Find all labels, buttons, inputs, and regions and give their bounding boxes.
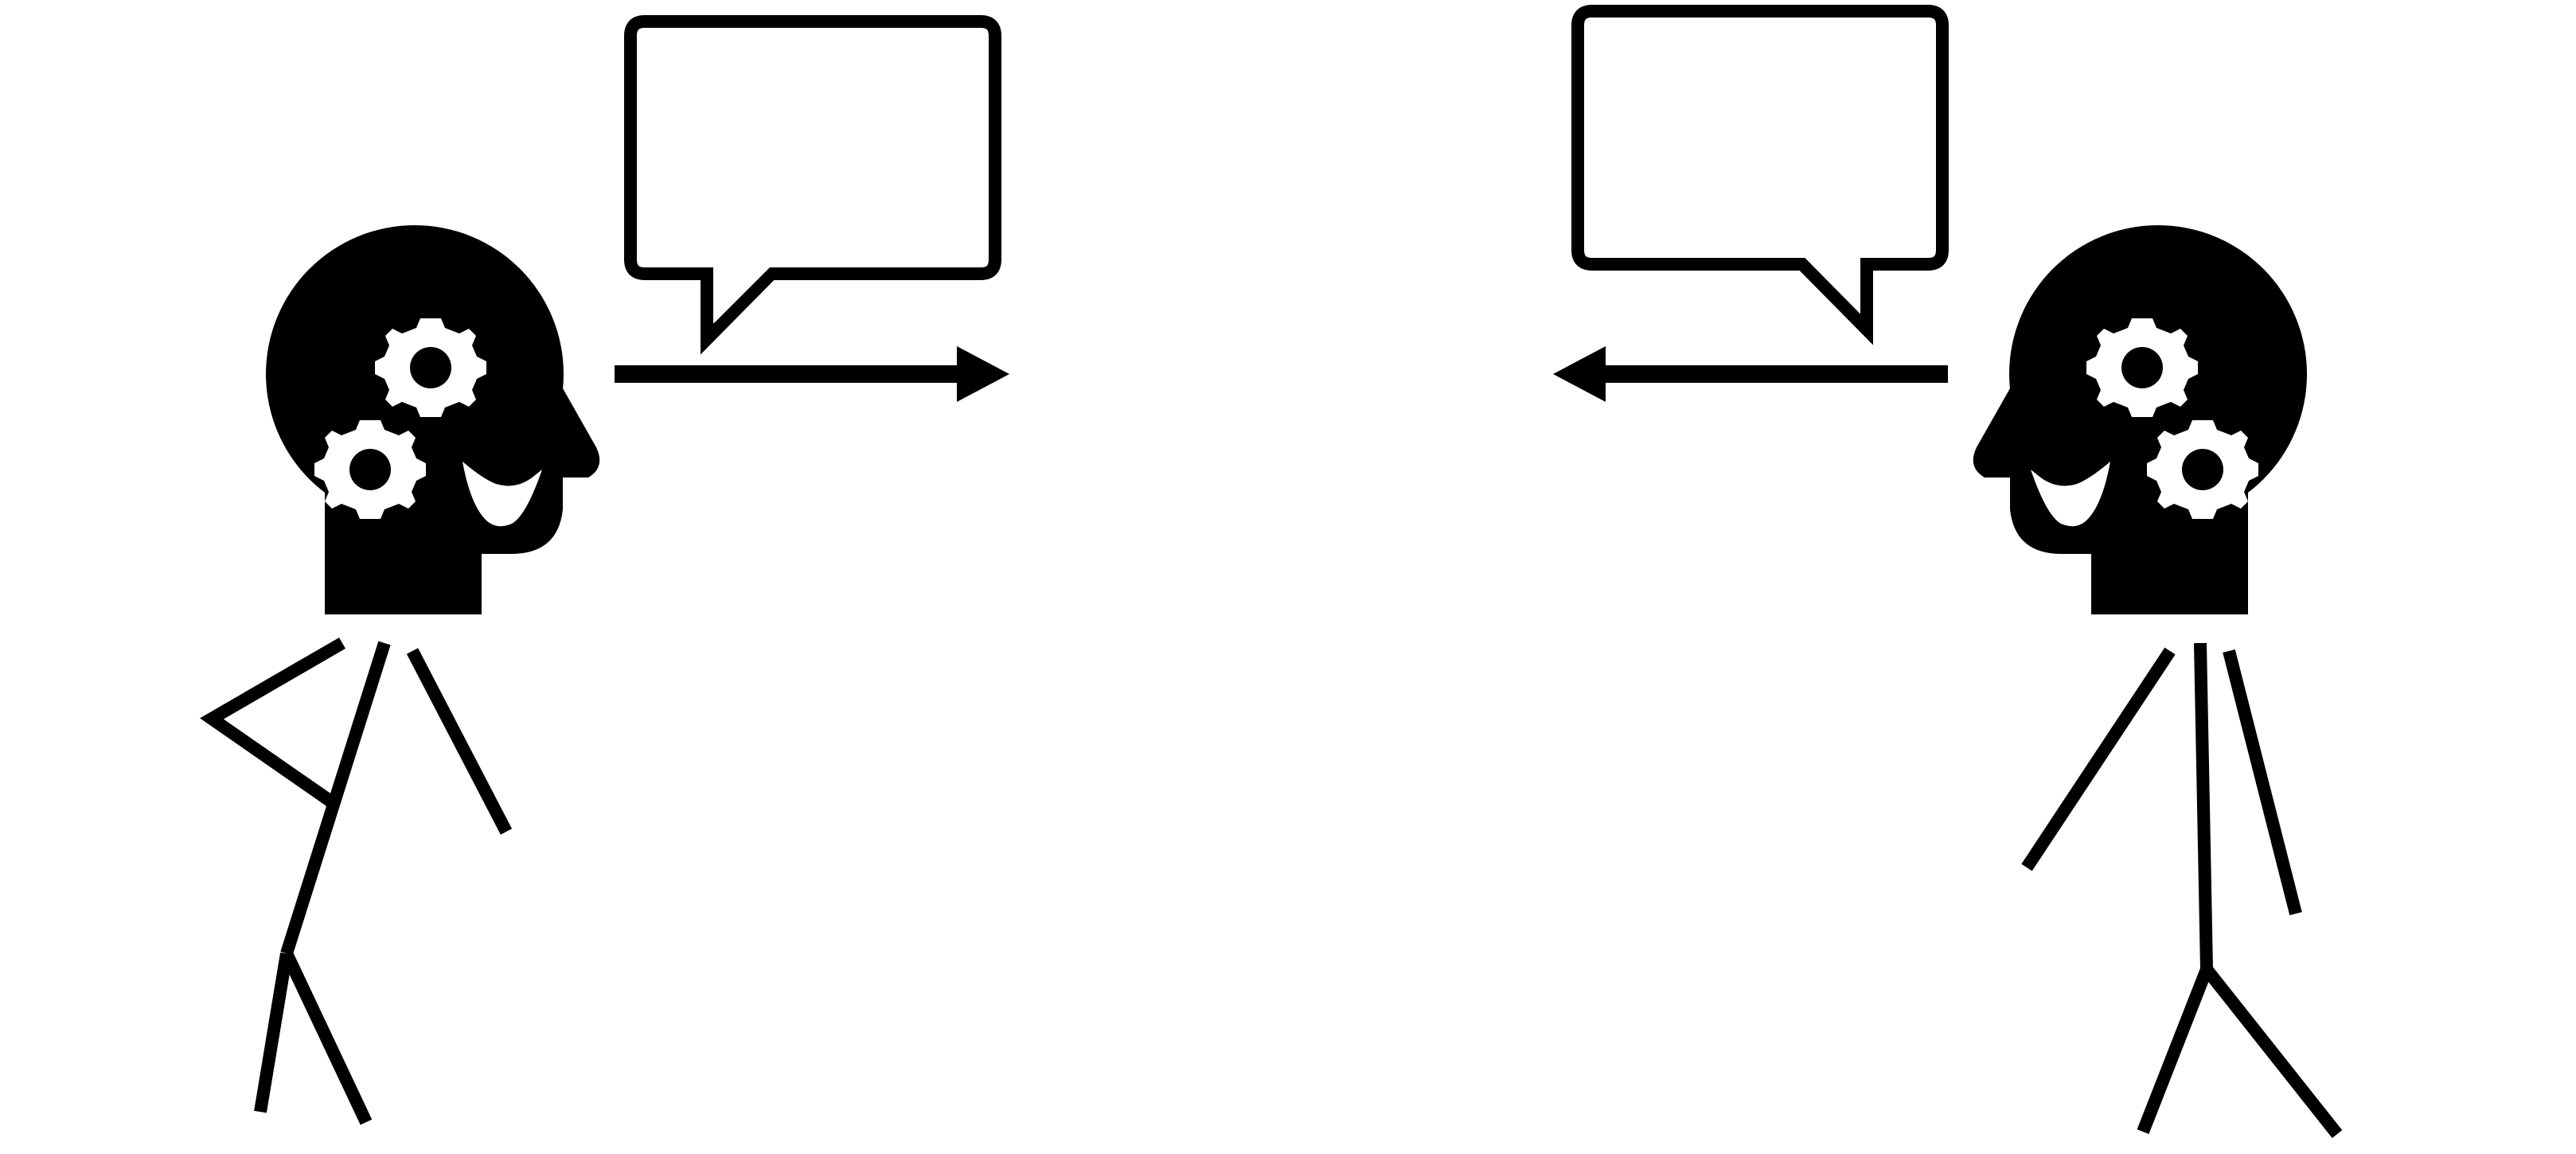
left-speech-bubble: [624, 15, 1001, 355]
head-with-gears-icon: [1973, 225, 2307, 614]
arrow-right-icon: [615, 346, 1009, 402]
left-person: [200, 225, 599, 1125]
arrow-left-icon: [1553, 346, 1948, 402]
right-person: [1973, 225, 2343, 1138]
stick-body: [200, 637, 513, 1125]
right-speech-bubble: [1571, 5, 1949, 345]
head-with-gears-icon: [266, 225, 599, 614]
stick-body: [2021, 642, 2343, 1138]
